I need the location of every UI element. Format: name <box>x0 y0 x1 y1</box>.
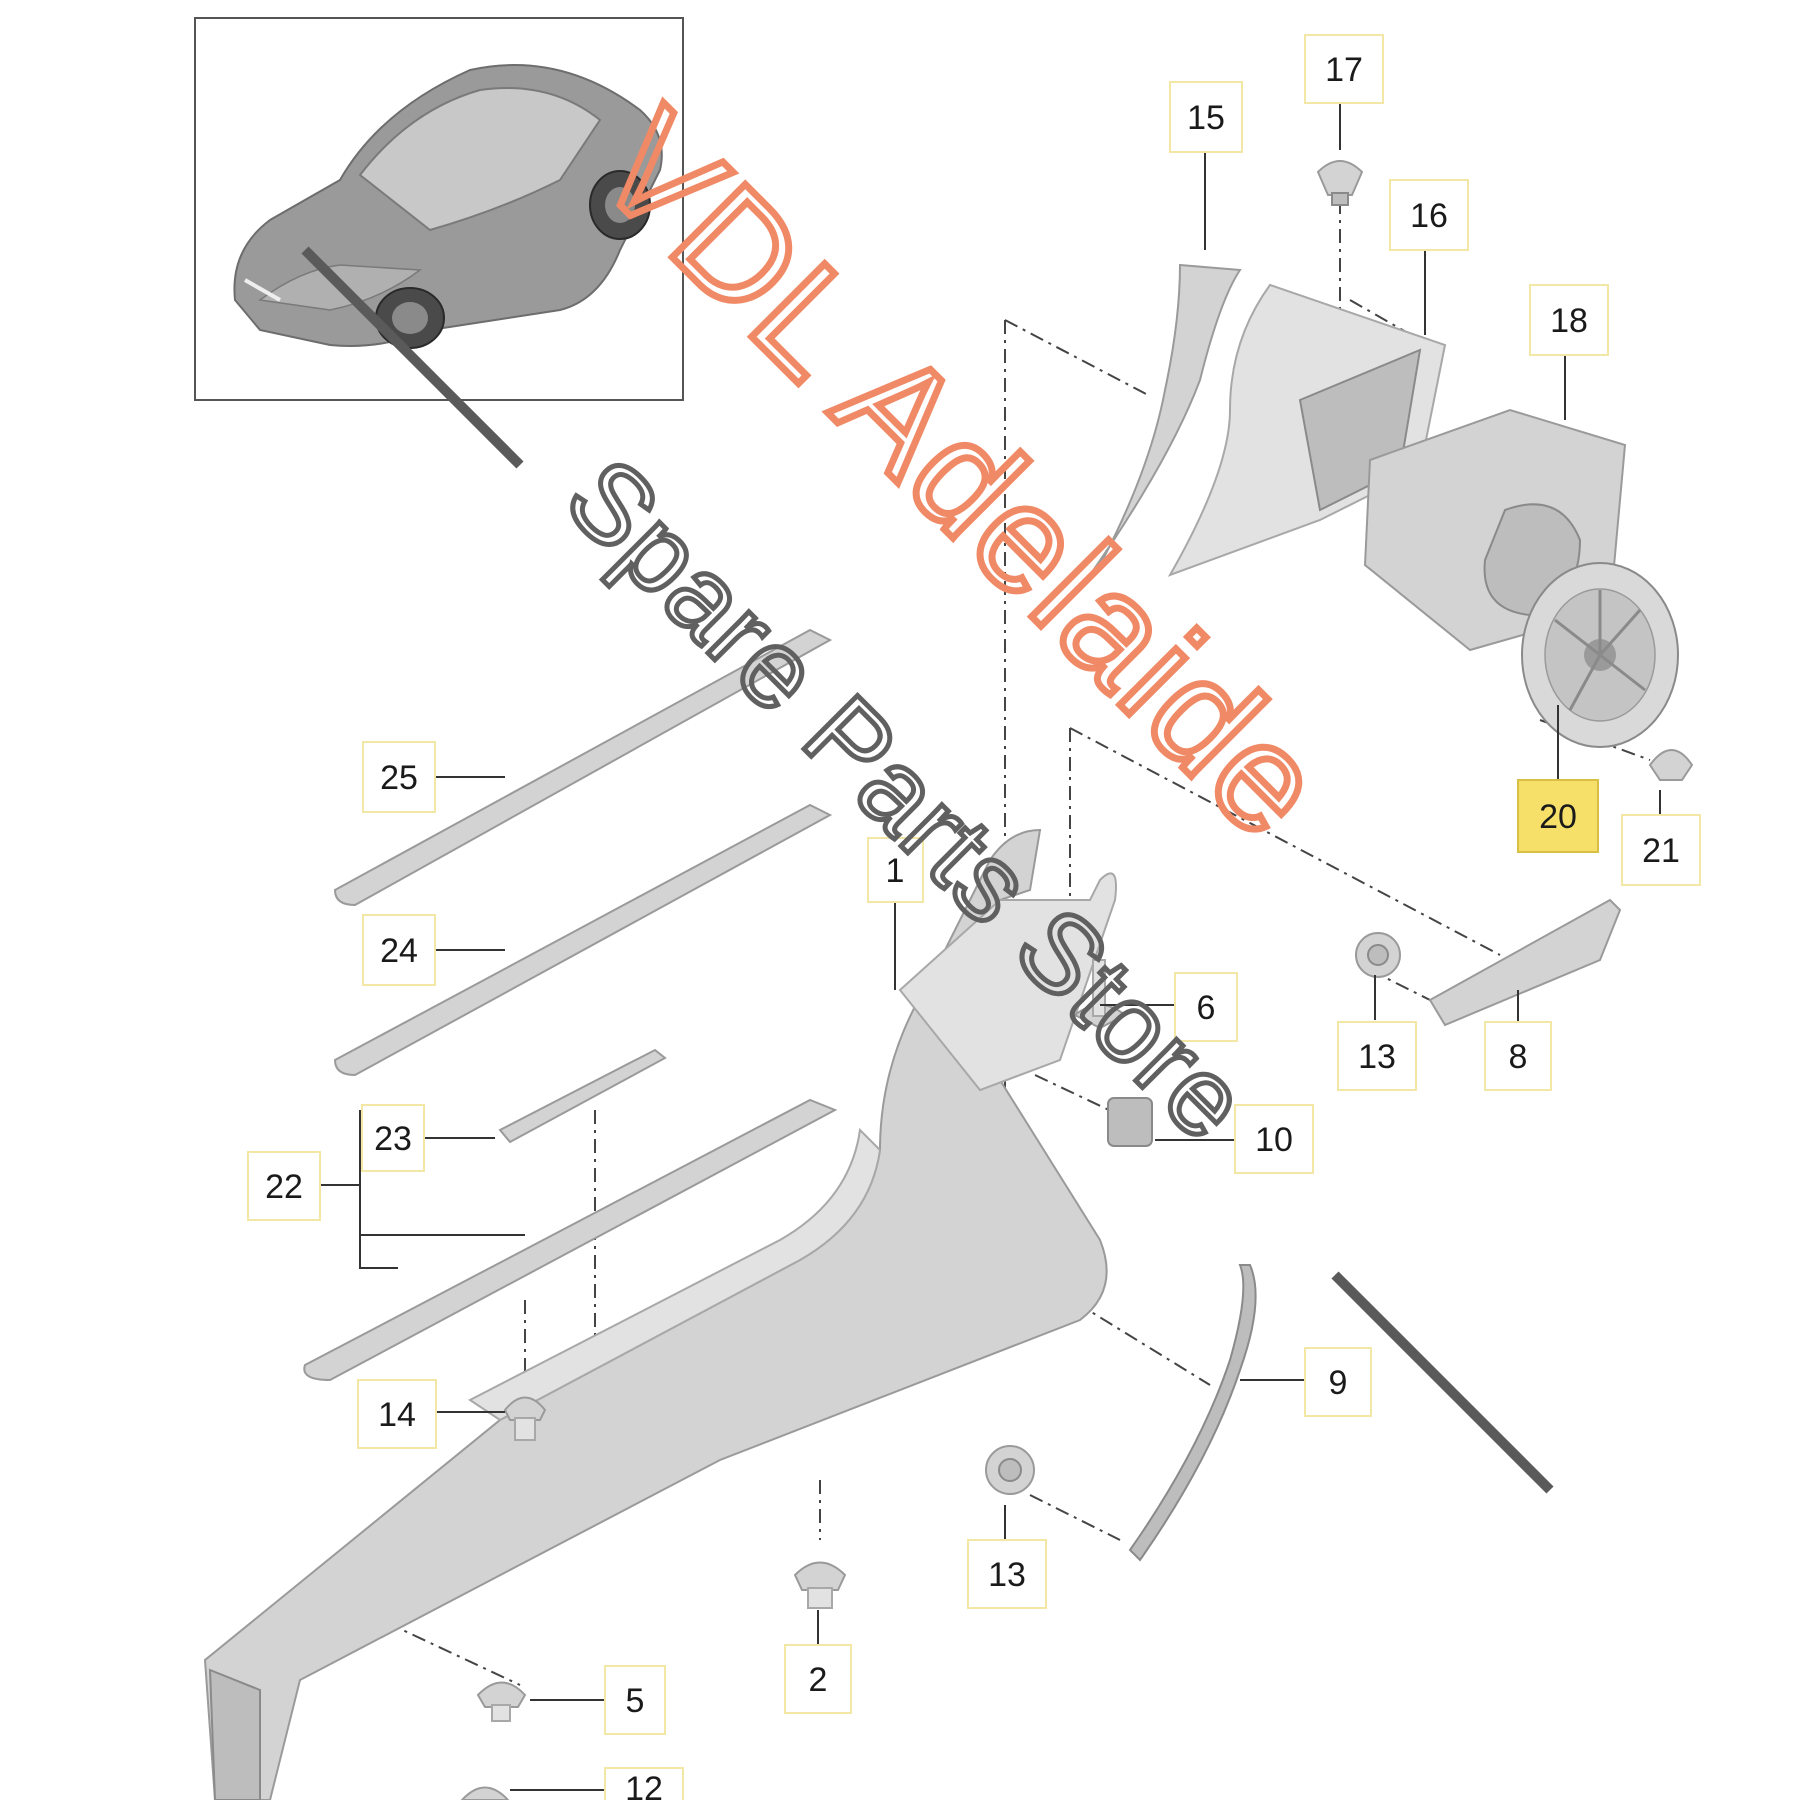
trim-23-part <box>498 1048 667 1144</box>
sill-trim-25-part <box>333 628 833 907</box>
door-sill-22-part <box>303 1098 838 1382</box>
part-label-12[interactable]: 12 <box>604 1767 684 1800</box>
svg-text:17: 17 <box>1325 51 1363 89</box>
part-label-15[interactable]: 15 <box>1169 81 1243 153</box>
svg-text:14: 14 <box>378 1396 416 1434</box>
part-label-24[interactable]: 24 <box>362 914 436 986</box>
part-shapes <box>203 160 1694 1800</box>
part-label-2[interactable]: 2 <box>784 1644 852 1714</box>
fastener-21-icon <box>1648 749 1694 781</box>
part-label-18[interactable]: 18 <box>1529 284 1609 356</box>
part-label-16[interactable]: 16 <box>1389 179 1469 251</box>
fastener-2-icon <box>793 1561 847 1609</box>
bracket-8-part <box>1428 898 1622 1027</box>
cooling-fan-20-part <box>1521 562 1679 748</box>
svg-text:23: 23 <box>374 1120 412 1158</box>
fastener-14-icon <box>503 1396 547 1441</box>
svg-text:10: 10 <box>1255 1121 1293 1159</box>
svg-text:20: 20 <box>1539 798 1577 836</box>
fastener-17-icon <box>1316 160 1364 206</box>
part-label-14[interactable]: 14 <box>357 1379 437 1449</box>
part-label-13-upper[interactable]: 13 <box>1337 1021 1417 1091</box>
fastener-12-icon <box>460 1786 510 1800</box>
svg-text:16: 16 <box>1410 197 1448 235</box>
part-label-6[interactable]: 6 <box>1174 972 1238 1042</box>
part-label-1[interactable]: 1 <box>867 837 924 903</box>
fastener-13-upper-icon <box>1355 932 1401 978</box>
svg-text:22: 22 <box>265 1168 303 1206</box>
part-label-20[interactable]: 20 <box>1517 779 1599 853</box>
svg-text:5: 5 <box>626 1682 645 1720</box>
part-label-17[interactable]: 17 <box>1304 34 1384 104</box>
part-label-8[interactable]: 8 <box>1484 1021 1552 1091</box>
svg-text:21: 21 <box>1642 832 1680 870</box>
svg-text:24: 24 <box>380 932 418 970</box>
part-label-23[interactable]: 23 <box>361 1104 425 1172</box>
part-label-5[interactable]: 5 <box>604 1665 666 1735</box>
part-label-10[interactable]: 10 <box>1234 1104 1314 1174</box>
svg-text:8: 8 <box>1509 1038 1528 1076</box>
fastener-10-icon <box>1107 1097 1153 1147</box>
sill-trim-24-part <box>333 803 833 1077</box>
part-label-9[interactable]: 9 <box>1304 1347 1372 1417</box>
part-label-21[interactable]: 21 <box>1621 814 1701 886</box>
fastener-5-icon <box>476 1681 527 1722</box>
svg-text:13: 13 <box>988 1556 1026 1594</box>
part-label-25[interactable]: 25 <box>362 741 436 813</box>
svg-text:2: 2 <box>809 1661 828 1699</box>
svg-text:9: 9 <box>1329 1364 1348 1402</box>
svg-text:1: 1 <box>886 852 905 890</box>
leader-lines <box>320 95 1661 1791</box>
svg-text:18: 18 <box>1550 302 1588 340</box>
air-duct-15-part <box>1089 263 1242 576</box>
watermark-bar-top <box>301 246 524 469</box>
svg-text:13: 13 <box>1358 1038 1396 1076</box>
arch-liner-9-part <box>1128 1264 1257 1562</box>
svg-text:12: 12 <box>625 1770 663 1800</box>
svg-text:25: 25 <box>380 759 418 797</box>
svg-text:6: 6 <box>1197 989 1216 1027</box>
fastener-13-lower-icon <box>985 1445 1035 1495</box>
watermark-bar-bottom <box>1331 1271 1554 1494</box>
part-label-13-lower[interactable]: 13 <box>967 1539 1047 1609</box>
part-label-22[interactable]: 22 <box>247 1151 321 1221</box>
svg-text:15: 15 <box>1187 99 1225 137</box>
